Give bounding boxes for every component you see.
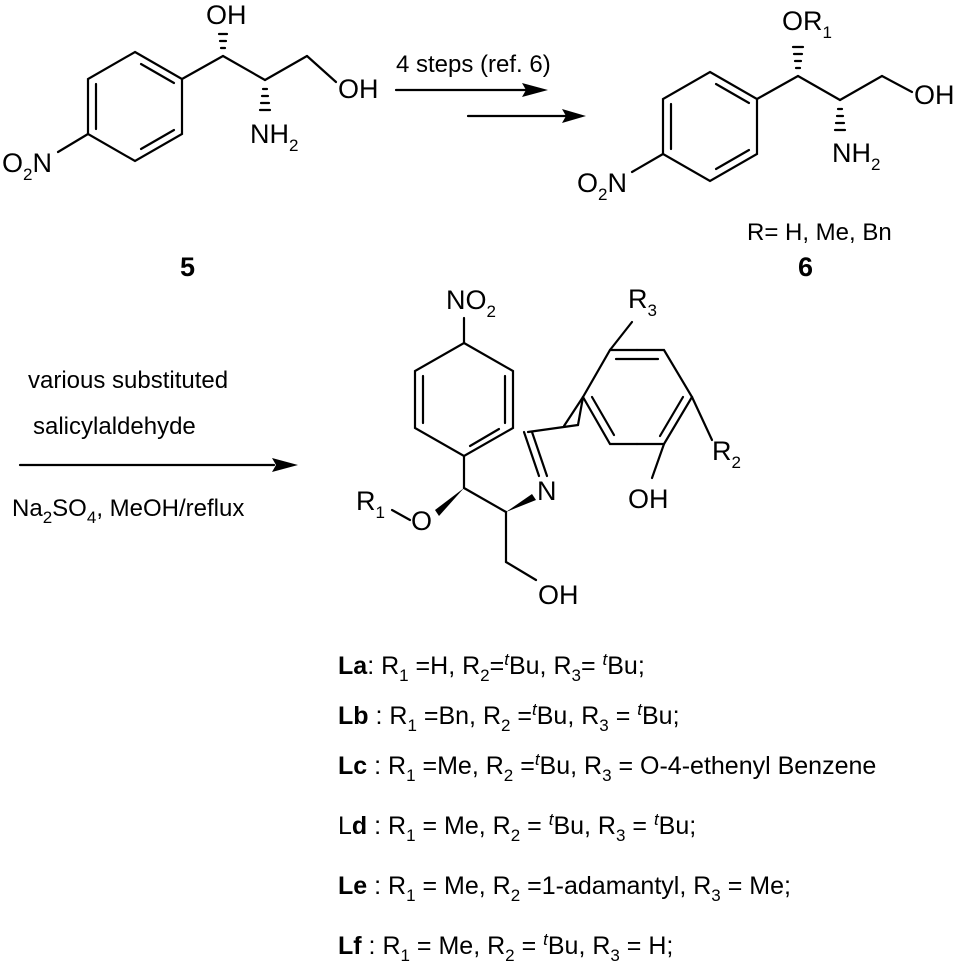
compound-5-number: 5	[180, 252, 195, 282]
ligand-entry-le: Le : R1 = Me, R2 =1-adamantyl, R3 = Me;	[338, 872, 791, 905]
compound-6-no2: O2N	[577, 168, 627, 204]
ligand-entry-lb: Lb : R1 =Bn, R2 =tBu, R3 = tBu;	[338, 700, 680, 735]
step2-line2: salicylaldehyde	[33, 413, 196, 440]
ligand-entry-lf: Lf : R1 = Me, R2 = tBu, R3 = H;	[338, 930, 673, 965]
ligand-structure	[390, 316, 714, 582]
compound-6-r-note: R= H, Me, Bn	[747, 219, 892, 246]
step1-arrow-bottom	[466, 109, 586, 123]
compound-6-nh2: NH2	[832, 138, 880, 174]
step2-reagents: Na2SO4, MeOH/reflux	[12, 495, 244, 527]
ligand-o: O	[411, 506, 432, 536]
step2-line1: various substituted	[28, 367, 228, 394]
step1-label: 4 steps (ref. 6)	[396, 51, 551, 78]
compound-6-oh-right: OH	[914, 80, 955, 110]
compound-5-nh2: NH2	[250, 119, 298, 155]
compound-6-number: 6	[798, 252, 813, 282]
ligand-entry-la: La: R1 =H, R2=tBu, R3= tBu;	[338, 650, 645, 685]
hashed-bond	[217, 32, 229, 50]
ligand-no2: NO2	[446, 285, 496, 321]
hashed-bond	[258, 87, 272, 112]
compound-5-no2: O2N	[2, 148, 52, 184]
ligand-oh-bottom: OH	[538, 580, 579, 610]
hashed-bond	[833, 107, 847, 132]
hashed-bond	[791, 45, 805, 70]
compound-5-oh-right: OH	[338, 74, 379, 104]
compound-6-structure	[630, 45, 914, 183]
ligand-r2: R2	[712, 436, 741, 472]
ligand-r1: R1	[356, 486, 385, 522]
ligand-entry-lc: Lc : R1 =Me, R2 =tBu, R3 = O-4-ethenyl B…	[338, 750, 876, 785]
compound-5-structure	[56, 32, 338, 163]
compound-6-or1: OR1	[782, 6, 832, 42]
compound-5-oh-top: OH	[206, 0, 247, 30]
ligand-n: N	[537, 476, 557, 506]
ligand-list: La: R1 =H, R2=tBu, R3= tBu; Lb : R1 =Bn,…	[338, 650, 876, 965]
ligand-entry-ld: Ld : R1 = Me, R2 = tBu, R3 = tBu;	[338, 810, 696, 845]
step1-arrow-top	[394, 83, 548, 97]
ligand-oh-phenol: OH	[628, 484, 669, 514]
step2-arrow	[18, 458, 298, 472]
ligand-r3: R3	[628, 284, 657, 320]
